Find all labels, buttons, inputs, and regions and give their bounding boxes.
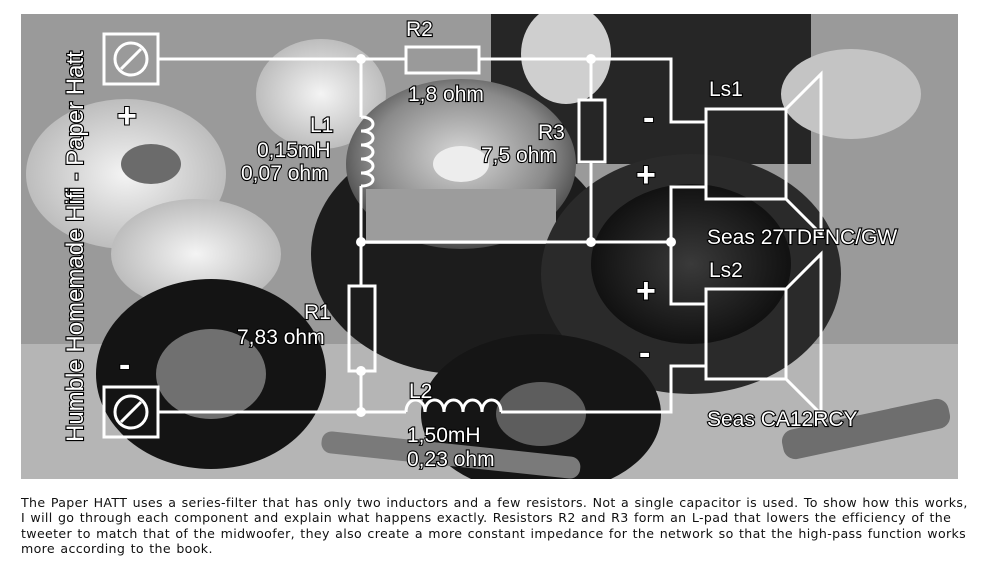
- l1-value-inductance: 0,15mH: [257, 139, 331, 162]
- l1-inductor: [360, 115, 375, 188]
- r3-value: 7,5 ohm: [481, 144, 557, 167]
- l2-name: L2: [409, 380, 432, 403]
- positive-terminal-icon: [102, 32, 160, 86]
- ls2-speaker-icon: [704, 250, 823, 418]
- circuit-figure: R2 1,8 ohm R3 7,5 ohm L1 0,15mH 0,07 ohm…: [21, 14, 958, 479]
- r2-value: 1,8 ohm: [408, 83, 484, 106]
- r1-value: 7,83 ohm: [237, 326, 325, 349]
- l2-value-inductance: 1,50mH: [407, 424, 481, 447]
- negative-terminal-icon: [102, 385, 160, 439]
- ls2-name: Ls2: [709, 259, 743, 282]
- positive-sign: +: [117, 97, 137, 135]
- r1-name: R1: [304, 301, 331, 324]
- l1-name: L1: [310, 114, 333, 137]
- r3-name: R3: [538, 121, 565, 144]
- ls2-minus-sign: -: [639, 334, 650, 372]
- l2-inductor: [404, 398, 503, 413]
- r1-resistor: [347, 284, 377, 373]
- l1-value-resistance: 0,07 ohm: [241, 162, 329, 185]
- ls2-plus-sign: +: [636, 272, 656, 310]
- negative-sign: -: [119, 346, 130, 384]
- l2-value-resistance: 0,23 ohm: [407, 448, 495, 471]
- r2-name: R2: [406, 18, 433, 41]
- ls2-model: Seas CA12RCY: [707, 408, 858, 431]
- circuit-wires: [158, 57, 706, 414]
- ls1-model: Seas 27TDFNC/GW: [707, 226, 897, 249]
- circuit-diagram: R2 1,8 ohm R3 7,5 ohm L1 0,15mH 0,07 ohm…: [61, 17, 899, 472]
- r2-resistor: [404, 45, 481, 75]
- ls1-plus-sign: +: [636, 156, 656, 194]
- figure-caption: The Paper HATT uses a series-filter that…: [21, 495, 968, 556]
- ls1-speaker-icon: [704, 70, 823, 238]
- ls1-name: Ls1: [709, 78, 743, 101]
- r3-resistor: [577, 98, 607, 164]
- diagram-title: Humble Homemade Hifi - Paper Hatt: [62, 51, 89, 442]
- junction-dots: [356, 54, 676, 417]
- ls1-minus-sign: -: [643, 99, 654, 137]
